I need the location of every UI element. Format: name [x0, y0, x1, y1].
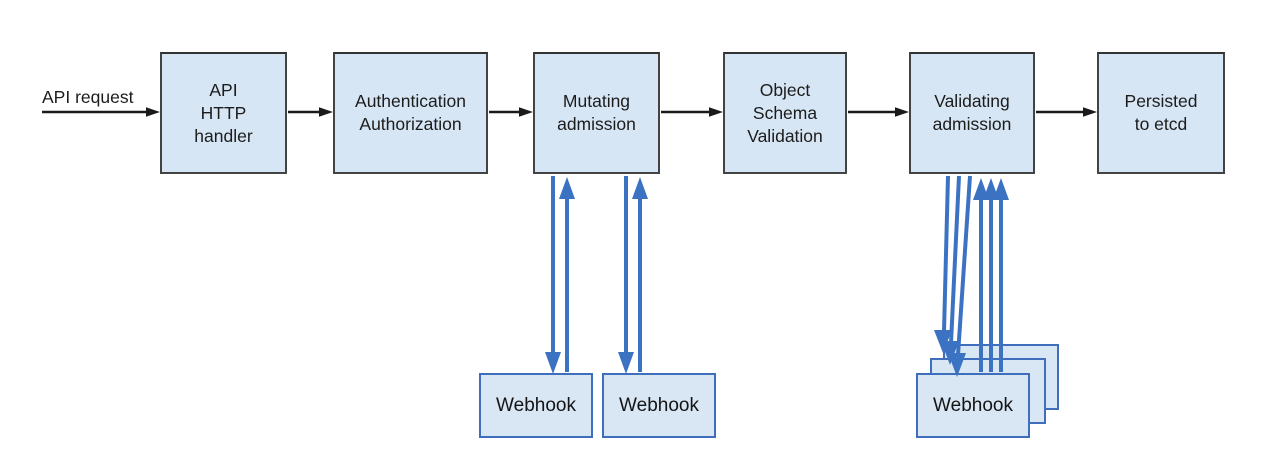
arrow-validating-webhook-down-2 [941, 175, 961, 365]
arrow-mutating-webhook2-up [632, 177, 648, 372]
stage-object-schema-validation: Object Schema Validation [723, 52, 847, 174]
validating-webhook: Webhook [916, 373, 1030, 438]
stage-mutating-admission: Mutating admission [533, 52, 660, 174]
stage-validating-admission: Validating admission [909, 52, 1035, 174]
arrow-validating-webhook-up-3 [993, 178, 1009, 372]
arrow-validating-webhook-up-1 [973, 178, 989, 372]
api-request-label: API request [42, 87, 134, 107]
arrow-handler-to-auth [288, 107, 333, 117]
webhook-label: Webhook [619, 394, 699, 416]
stage-api-http-handler: API HTTP handler [160, 52, 287, 174]
stage-label: API HTTP handler [194, 79, 253, 146]
mutating-webhook-2: Webhook [602, 373, 716, 438]
webhook-label: Webhook [496, 394, 576, 416]
stage-authentication-authorization: Authentication Authorization [333, 52, 488, 174]
arrow-mutating-webhook2-down [618, 176, 634, 374]
arrow-validating-webhook-down-1 [934, 175, 952, 353]
stage-label: Validating admission [932, 91, 1012, 134]
stage-label: Persisted to etcd [1124, 91, 1198, 134]
arrow-validating-to-etcd [1036, 107, 1097, 117]
stage-label: Mutating admission [557, 91, 636, 134]
webhook-label: Webhook [933, 394, 1013, 416]
arrow-api-request [42, 107, 160, 117]
stage-label: Authentication Authorization [355, 91, 466, 134]
mutating-webhook-1: Webhook [479, 373, 593, 438]
arrow-auth-to-mutating [489, 107, 533, 117]
stage-persisted-to-etcd: Persisted to etcd [1097, 52, 1225, 174]
arrow-schema-to-validating [848, 107, 909, 117]
arrow-mutating-webhook1-up [559, 177, 575, 372]
stage-label: Object Schema Validation [747, 79, 823, 146]
arrow-mutating-to-schema [661, 107, 723, 117]
arrow-mutating-webhook1-down [545, 176, 561, 374]
arrow-validating-webhook-up-2 [983, 178, 999, 372]
